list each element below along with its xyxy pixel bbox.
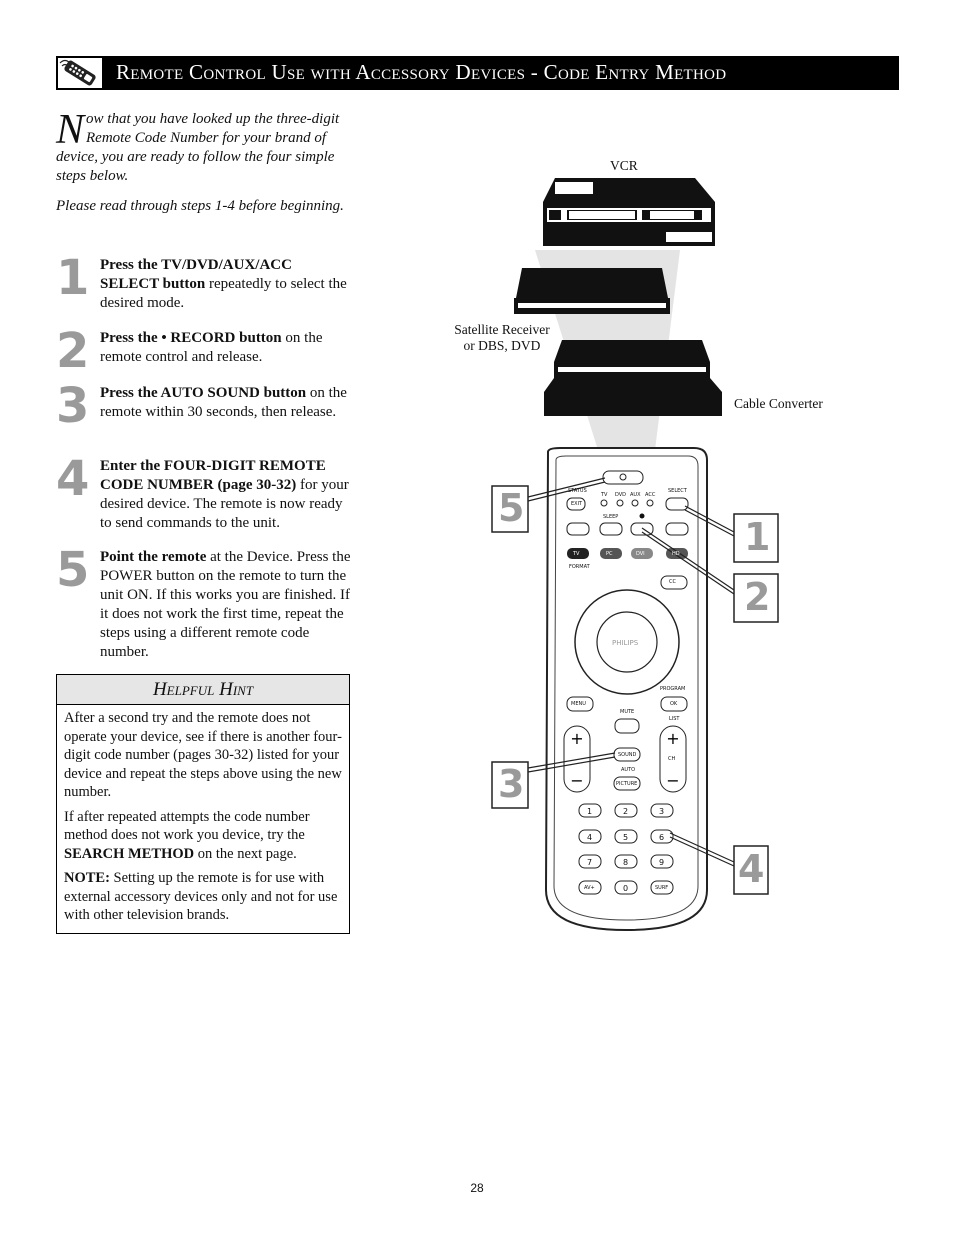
remote-control: + − + − [544, 447, 708, 932]
svg-text:−: − [570, 771, 583, 790]
hint-paragraph-3: NOTE: Setting up the remote is for use w… [64, 869, 342, 925]
remote-source-pc: PC [606, 551, 613, 557]
satellite-receiver-device [514, 268, 670, 314]
remote-source-tv: TV [573, 551, 580, 557]
remote-ok-label: OK [670, 701, 678, 707]
cable-converter-device [544, 340, 722, 416]
svg-text:−: − [666, 771, 679, 790]
step-number: 4 [56, 451, 90, 507]
step-plain-text: on the remote within 30 seconds, then re… [100, 385, 347, 420]
remote-sleep-label: SLEEP [603, 514, 619, 520]
step-bold-text: Point the remote [100, 549, 207, 565]
step-number: 3 [56, 378, 90, 434]
device-illustration: + − + − [430, 150, 850, 940]
step-bold-text: Press the AUTO SOUND button [100, 385, 307, 401]
remote-status-label: STATUS [568, 488, 587, 494]
keypad-av: AV+ [584, 885, 595, 891]
step-number: 1 [56, 250, 90, 306]
remote-auto-label: AUTO [621, 767, 636, 773]
step-plain-text: at the Device. Press the POWER button on… [100, 549, 351, 660]
remote-ch-label: CH [668, 756, 676, 762]
step-text: Press the • RECORD button on the remote … [100, 329, 352, 367]
step-plain-text: repeatedly to select the desired mode. [100, 276, 347, 311]
satellite-label-line-2: or DBS, DVD [463, 338, 541, 353]
callout-5: 5 [498, 486, 525, 530]
keypad-5: 5 [623, 833, 629, 842]
hint-text: on the next page. [194, 845, 297, 862]
keypad-1: 1 [587, 807, 593, 816]
remote-picture-label: PICTURE [616, 781, 638, 787]
step-number: 5 [56, 542, 90, 598]
satellite-label: Satellite Receiver or DBS, DVD [442, 322, 562, 354]
remote-sound-label: SOUND [618, 752, 637, 758]
hint-note-text: Setting up the remote is for use with ex… [64, 870, 338, 923]
step-bold-text: Enter the FOUR-DIGIT REMOTE CODE NUMBER … [100, 458, 326, 493]
keypad-9: 9 [659, 858, 665, 867]
vcr-label: VCR [610, 158, 638, 173]
callout-2: 2 [744, 575, 771, 619]
intro-text: ow that you have looked up the three-dig… [56, 111, 340, 184]
remote-control-icon [58, 58, 102, 88]
vcr-device [543, 178, 715, 246]
page-number: 28 [470, 1181, 484, 1195]
step-plain-text: on the remote control and release. [100, 330, 323, 365]
hint-body: After a second try and the remote does n… [57, 705, 349, 935]
callout-3: 3 [498, 762, 525, 806]
remote-tv-label: TV [601, 492, 608, 498]
step-text: Press the TV/DVD/AUX/ACC SELECT button r… [100, 256, 352, 313]
remote-brand-logo: PHILIPS [612, 639, 639, 647]
keypad-4: 4 [587, 833, 593, 842]
callout-numbers: 5 1 2 3 4 [430, 150, 850, 940]
remote-mute-label: MUTE [620, 709, 635, 715]
remote-program-label: PROGRAM [660, 686, 686, 692]
remote-menu-label: MENU [571, 701, 586, 707]
hint-search-method: SEARCH METHOD [64, 845, 195, 862]
step-text: Point the remote at the Device. Press th… [100, 548, 352, 662]
illustration-graphic: + − + − [491, 178, 779, 932]
remote-cc-label: CC [669, 579, 676, 585]
step-number: 2 [56, 323, 90, 379]
remote-dvd-label: DVD [615, 492, 627, 498]
keypad-3: 3 [659, 807, 665, 816]
page-title: Remote Control Use with Accessory Device… [116, 60, 727, 84]
callout-lines [527, 477, 735, 867]
step-plain-text: for your desired device. The remote is n… [100, 477, 349, 531]
keypad-surf: SURF [655, 885, 669, 891]
remote-select-label: SELECT [668, 488, 687, 494]
remote-list-label: LIST [669, 716, 680, 722]
satellite-label-line-1: Satellite Receiver [454, 322, 550, 337]
remote-source-dvi: DVI [636, 551, 645, 557]
section-header: Remote Control Use with Accessory Device… [56, 56, 899, 90]
keypad-2: 2 [623, 807, 629, 816]
hint-title: Helpful Hint [57, 675, 349, 705]
remote-acc-label: ACC [645, 492, 656, 498]
keypad-0: 0 [623, 884, 629, 893]
step-text: Press the AUTO SOUND button on the remot… [100, 384, 352, 422]
hint-note-label: NOTE: [64, 870, 110, 886]
svg-text:+: + [666, 729, 679, 748]
remote-source-hd: HD [672, 551, 680, 557]
drop-cap: N [56, 107, 85, 153]
remote-labels: STATUS TV DVD AUX ACC SELECT EXIT SLEEP … [430, 150, 850, 940]
remote-format-label: FORMAT [569, 564, 590, 570]
step-text: Enter the FOUR-DIGIT REMOTE CODE NUMBER … [100, 457, 352, 533]
callout-1: 1 [744, 515, 771, 559]
step-bold-text: Press the TV/DVD/AUX/ACC SELECT button [100, 257, 292, 292]
callout-4: 4 [738, 847, 765, 891]
hint-paragraph-2: If after repeated attempts the code numb… [64, 808, 342, 864]
helpful-hint-box: Helpful Hint After a second try and the … [56, 674, 350, 934]
keypad-7: 7 [587, 858, 593, 867]
keypad-8: 8 [623, 858, 629, 867]
intro-note: Please read through steps 1-4 before beg… [56, 198, 344, 214]
svg-text:+: + [570, 729, 583, 748]
hint-text: If after repeated attempts the code numb… [64, 808, 310, 844]
hint-paragraph-1: After a second try and the remote does n… [64, 710, 342, 800]
remote-aux-label: AUX [630, 492, 641, 498]
keypad-6: 6 [659, 833, 665, 842]
remote-exit-label: EXIT [571, 501, 583, 507]
cable-converter-label: Cable Converter [734, 396, 823, 411]
step-bold-text: Press the • RECORD button [100, 330, 282, 346]
callout-boxes [491, 485, 779, 895]
